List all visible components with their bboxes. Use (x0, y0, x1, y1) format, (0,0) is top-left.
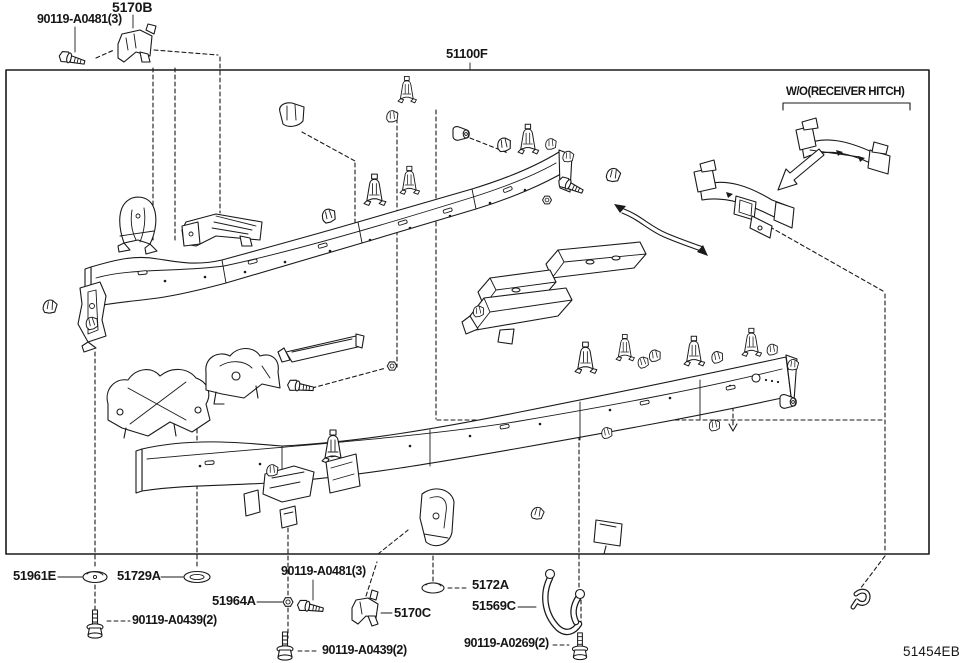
funnel-bracket (181, 213, 263, 247)
crossmember-front (461, 287, 573, 345)
bolt-90119-a0481-bottom (296, 598, 325, 615)
diagram-border (5, 69, 930, 555)
skid-plate (593, 519, 623, 555)
hook-51569c (542, 568, 586, 636)
suspension-member-1 (106, 368, 211, 439)
part-label-5172a[interactable]: 5172A (472, 577, 509, 592)
bolt-90119-a0439-center (276, 631, 294, 661)
engine-mount-bracket (117, 196, 158, 255)
bolt-90119-a0439-left (86, 609, 104, 639)
part-label-90119-a0481-top[interactable]: 90119-A0481(3) (37, 12, 122, 26)
bolt-90119-a0481-top (57, 49, 87, 68)
part-label-5170b[interactable]: 5170B (112, 0, 153, 15)
bolt-90119-a0269 (571, 632, 589, 661)
grommet-5172a (421, 582, 445, 594)
part-label-51100f[interactable]: 51100F (446, 46, 488, 61)
nut-51964a (282, 597, 294, 607)
wo-hitch-bracket (782, 102, 911, 111)
crossmember-receiver-hitch (693, 159, 795, 239)
part-label-5170c[interactable]: 5170C (394, 605, 431, 620)
bracket-5170b (117, 23, 157, 63)
plug-51729a (183, 570, 211, 584)
grommet-51961e (82, 570, 108, 584)
part-label-51961e[interactable]: 51961E (13, 568, 57, 583)
hook-51454eb (850, 588, 871, 610)
leader-lines (57, 14, 886, 652)
diagram-code: 51454EB (903, 644, 960, 659)
variant-note-wo-receiver-hitch: W/O(RECEIVER HITCH) (786, 86, 905, 98)
part-label-51729a[interactable]: 51729A (117, 568, 161, 583)
part-label-51964a[interactable]: 51964A (212, 593, 256, 608)
suspension-member-2 (205, 347, 281, 405)
upper-rail-brackets (279, 75, 622, 318)
part-label-90119-a0269[interactable]: 90119-A0269(2) (464, 636, 549, 650)
part-label-90119-a0439-center[interactable]: 90119-A0439(2) (322, 643, 407, 657)
bracket-5170c (351, 589, 379, 627)
crossmember-rear (545, 241, 647, 279)
part-label-51569c[interactable]: 51569C (472, 598, 516, 613)
part-label-90119-a0481-bottom[interactable]: 90119-A0481(3) (281, 564, 366, 578)
replacement-arrow (777, 148, 825, 191)
part-label-90119-a0439-left[interactable]: 90119-A0439(2) (132, 613, 217, 627)
bumper-stop-bracket (419, 488, 455, 547)
bracket-stand (77, 281, 107, 353)
wiring-harness (614, 204, 708, 256)
lower-mount-cluster (243, 429, 361, 529)
brace-bar (277, 333, 365, 363)
